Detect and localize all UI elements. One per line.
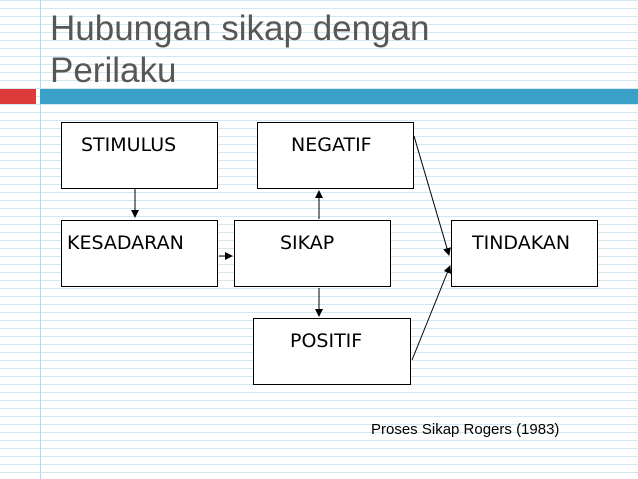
node-negatif: NEGATIF: [257, 122, 414, 189]
edge-positif-tindakan: [411, 265, 452, 361]
edge-negatif-tindakan: [413, 135, 451, 256]
slide-title: Hubungan sikap dengan Perilaku: [50, 9, 430, 90]
node-sikap-label: SIKAP: [280, 232, 335, 254]
node-stimulus: STIMULUS: [61, 122, 218, 189]
node-tindakan-label: TINDAKAN: [472, 232, 571, 254]
node-stimulus-label: STIMULUS: [81, 134, 177, 156]
node-kesadaran: KESADARAN: [61, 220, 218, 287]
node-kesadaran-label: KESADARAN: [67, 232, 184, 254]
node-negatif-label: NEGATIF: [291, 134, 372, 156]
left-margin-rule: [40, 0, 41, 479]
node-sikap: SIKAP: [234, 220, 391, 287]
node-tindakan: TINDAKAN: [451, 220, 598, 287]
node-positif-label: POSITIF: [290, 330, 363, 352]
node-positif: POSITIF: [253, 318, 411, 385]
accent-band-red: [0, 89, 36, 104]
diagram-caption: Proses Sikap Rogers (1983): [371, 421, 560, 438]
accent-band-blue: [40, 89, 638, 104]
